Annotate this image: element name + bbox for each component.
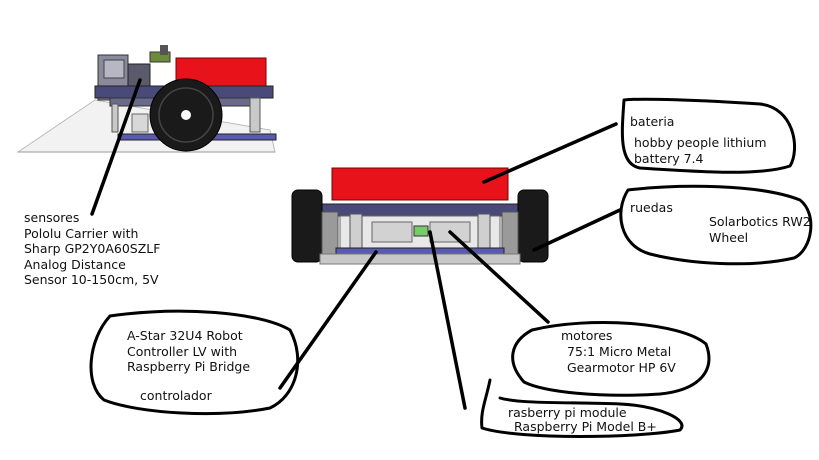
sensores-line: Sharp GP2Y0A60SZLF: [24, 241, 161, 256]
sensores-line: Pololu Carrier with: [24, 225, 139, 241]
bateria-line: battery 7.4: [634, 150, 704, 166]
bubble-raspberry: [480, 378, 684, 438]
raspberry-title: rasberry pi module: [508, 405, 627, 420]
motores-line: 75:1 Micro Metal: [567, 344, 672, 359]
motores-line: Gearmotor HP 6V: [567, 359, 676, 375]
ruedas-description: Solarbotics RW2 Wheel: [709, 214, 811, 245]
controlador-line: A-Star 32U4 Robot: [127, 328, 243, 343]
controlador-line: Controller LV with: [127, 343, 238, 359]
controlador-description: A-Star 32U4 Robot Controller LV with Ras…: [127, 328, 250, 375]
sensores-annotation: sensores Pololu Carrier with Sharp GP2Y0…: [24, 210, 160, 288]
leader-motores: [448, 230, 550, 324]
leader-sensores: [90, 78, 142, 216]
leader-lines: [90, 78, 622, 410]
ruedas-title: ruedas: [630, 200, 673, 215]
ruedas-line: Wheel: [709, 229, 749, 245]
robot-front-view: [291, 167, 549, 265]
controlador-line: Raspberry Pi Bridge: [127, 359, 251, 374]
ruedas-line: Solarbotics RW2: [709, 214, 811, 229]
raspberry-model: Raspberry Pi Model B+: [514, 419, 657, 434]
robot-side-view: [16, 45, 277, 153]
leader-controlador: [278, 250, 378, 390]
sensores-line: Sensor 10-150cm, 5V: [24, 272, 159, 287]
motores-description: 75:1 Micro Metal Gearmotor HP 6V: [567, 344, 676, 375]
leader-ruedas: [532, 208, 622, 252]
bubble-motores: [511, 320, 711, 397]
leader-bateria: [482, 122, 618, 184]
bateria-title: bateria: [630, 114, 675, 129]
bubble-ruedas: [619, 184, 813, 266]
bubble-controlador: [89, 309, 300, 416]
controlador-caption: controlador: [140, 388, 212, 403]
bubble-bateria: [620, 97, 797, 174]
leader-raspberry: [428, 230, 467, 410]
motores-title: motores: [561, 328, 613, 343]
sensores-line: Analog Distance: [24, 256, 126, 272]
sensores-title: sensores: [24, 210, 80, 225]
annotation-bubbles: [89, 97, 813, 438]
bateria-line: hobby people lithium: [634, 135, 767, 150]
bateria-description: hobby people lithium battery 7.4: [634, 135, 767, 166]
